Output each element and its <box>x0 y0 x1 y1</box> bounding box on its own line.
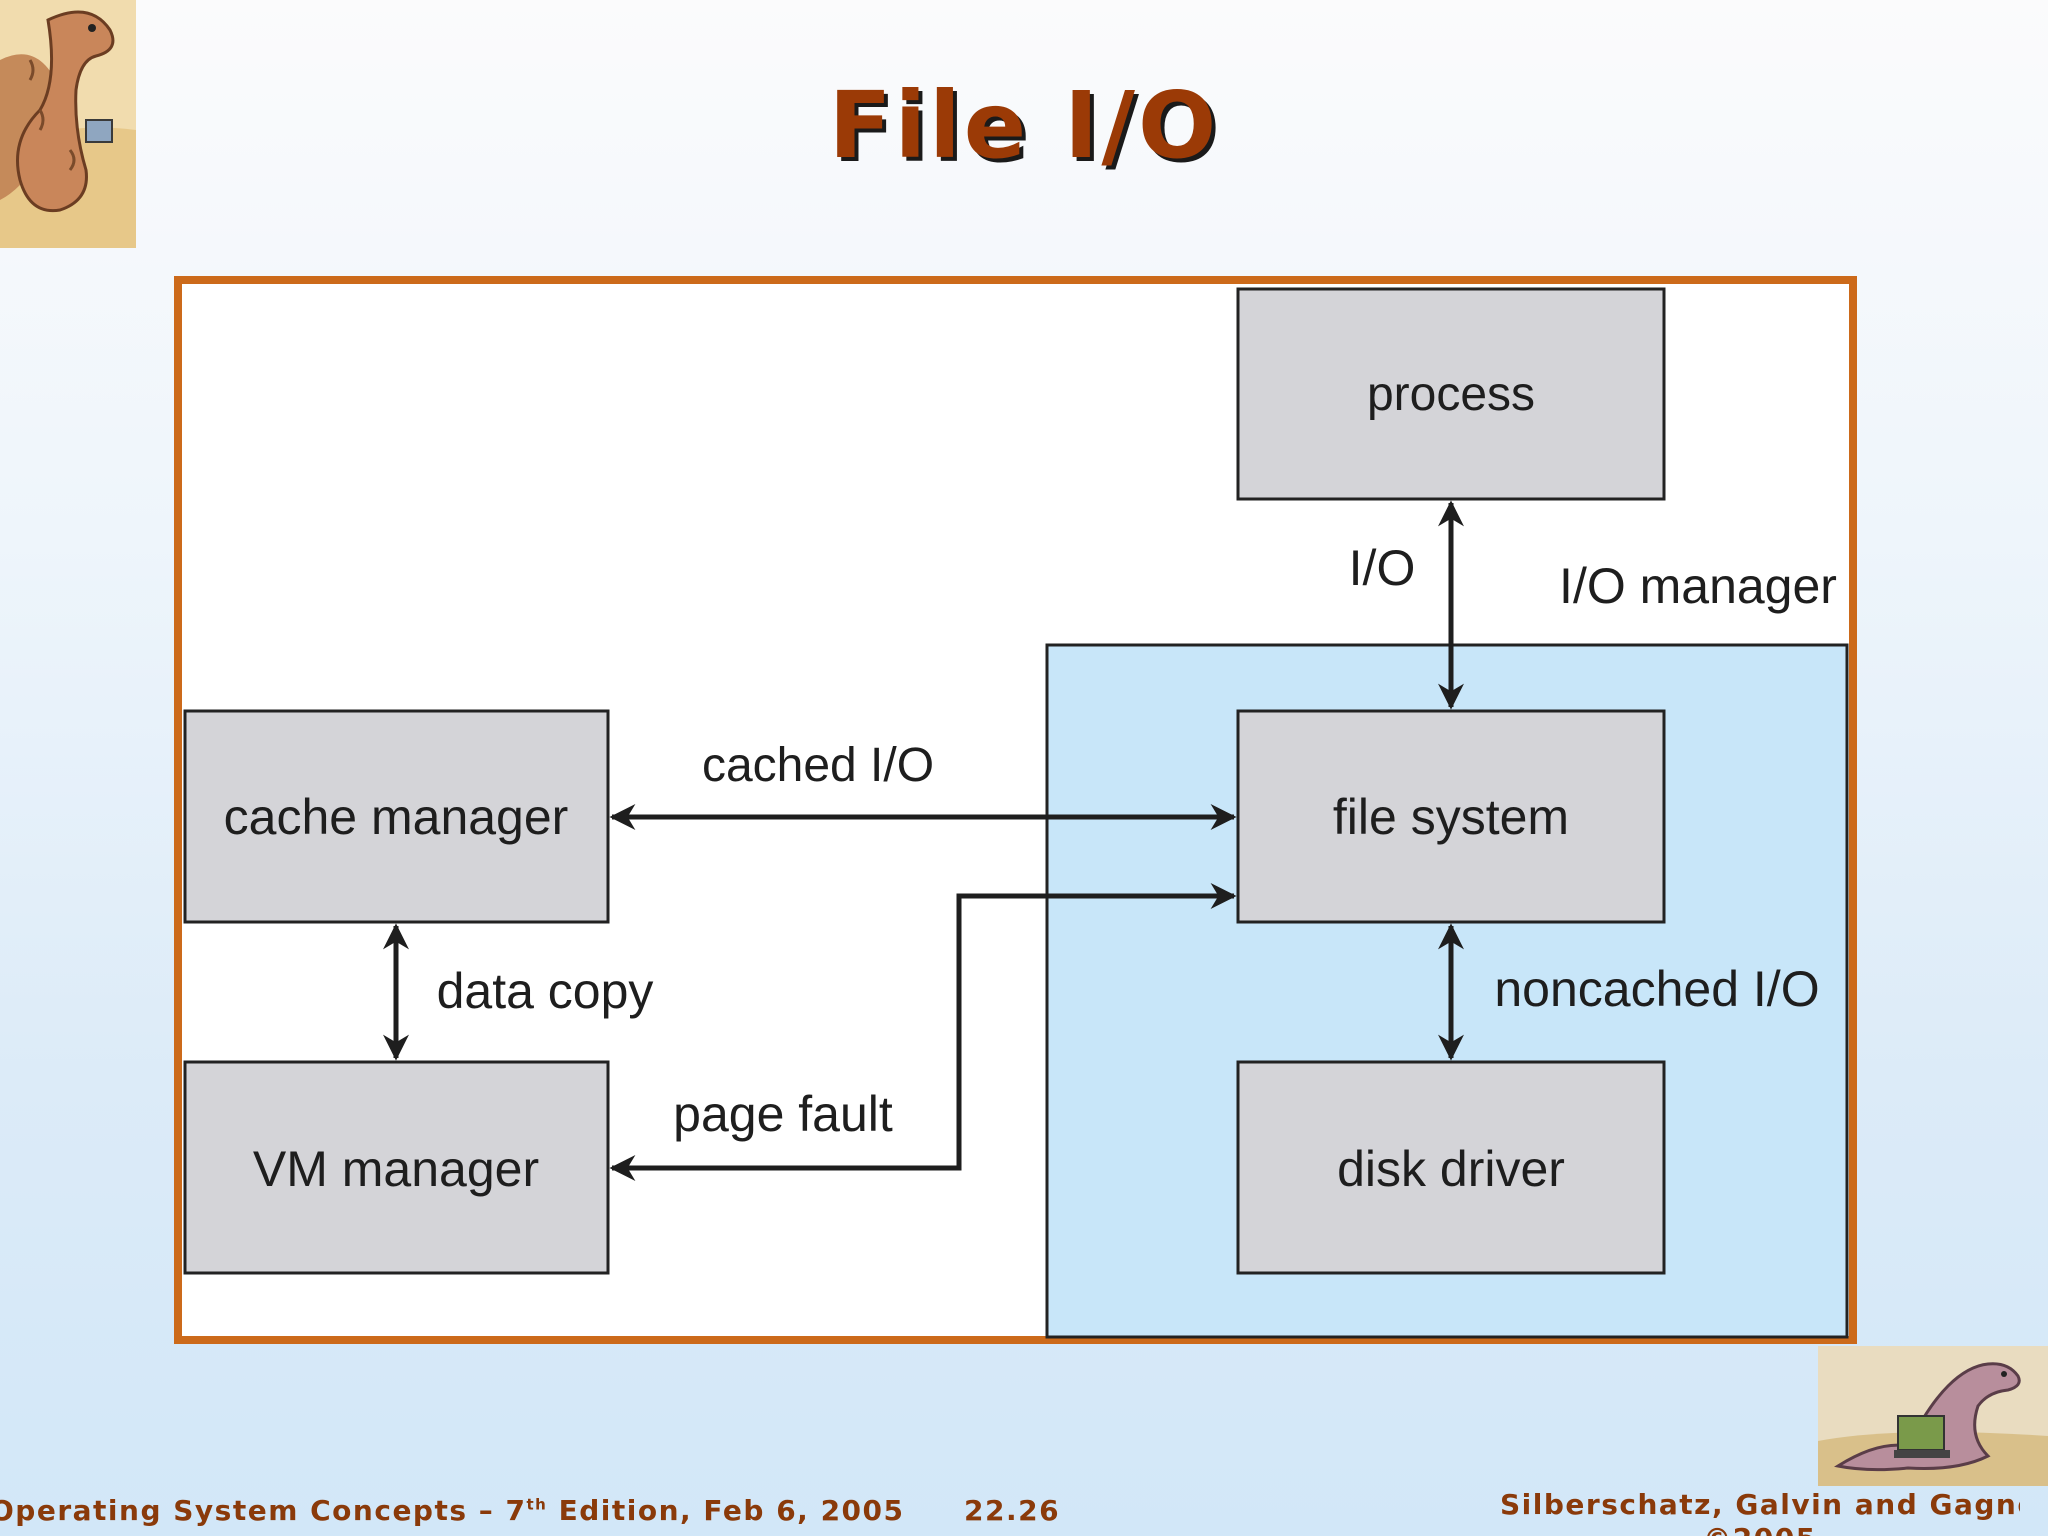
io-manager-label: I/O manager <box>1559 558 1837 614</box>
dinosaur-reading-illustration <box>0 0 136 248</box>
footer-book-info: Operating System Concepts – 7th Edition,… <box>0 1494 905 1527</box>
vm-manager-label: VM manager <box>253 1141 539 1197</box>
process-box: process <box>1236 287 1666 501</box>
vm-manager-box: VM manager <box>183 1060 610 1275</box>
footer-book-sup: th <box>526 1495 548 1514</box>
process-label: process <box>1367 368 1535 421</box>
footer-page-number: 22.26 <box>964 1494 1061 1527</box>
file-system-label: file system <box>1333 789 1569 845</box>
disk-driver-label: disk driver <box>1337 1141 1565 1197</box>
file-system-box: file system <box>1236 709 1666 924</box>
io-label: I/O <box>1349 540 1416 596</box>
cached-io-label: cached I/O <box>702 739 934 792</box>
footer-book-suffix: Edition, Feb 6, 2005 <box>547 1494 905 1527</box>
disk-driver-box: disk driver <box>1236 1060 1666 1275</box>
footer-book-prefix: Operating System Concepts – 7 <box>0 1494 527 1527</box>
footer-copyright: ©2005 <box>1500 1522 2020 1536</box>
page-fault-label: page fault <box>673 1086 893 1142</box>
page-fault-to-vm-arrow <box>609 883 1237 1181</box>
cache-manager-label: cache manager <box>224 789 569 845</box>
footer-authors: Silberschatz, Galvin and Gagne ©2005 <box>1500 1488 2020 1536</box>
cache-manager-box: cache manager <box>183 709 610 924</box>
slide-title: File I/O <box>828 72 1220 179</box>
footer-authors-name: Silberschatz, Galvin and Gagne <box>1500 1488 2020 1521</box>
data-copy-label: data copy <box>437 963 654 1019</box>
dinosaur-laptop-illustration <box>1818 1346 2048 1486</box>
noncached-io-label: noncached I/O <box>1494 961 1819 1017</box>
